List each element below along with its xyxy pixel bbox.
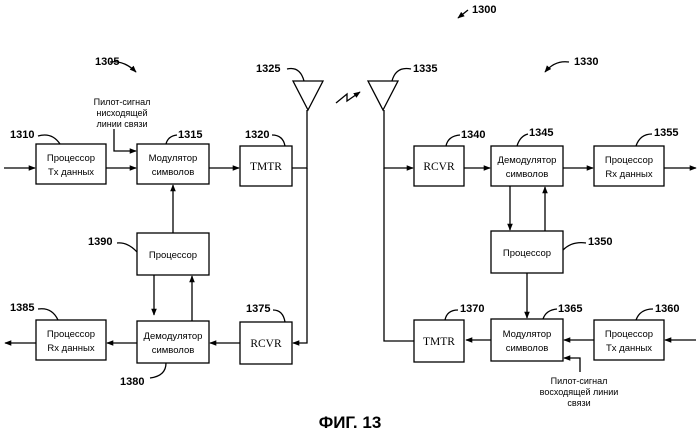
- tx-data-processor-right-leader: [636, 309, 653, 320]
- tx-data-processor-right-line2: Tx данных: [606, 343, 652, 354]
- symbol-modulator-left-ref: 1315: [178, 129, 202, 141]
- tmtr-left-leader: [272, 135, 285, 146]
- station-right-ref-arrow: [545, 62, 569, 72]
- symbol-modulator-right-leader: [543, 309, 557, 319]
- rx-data-processor-left-line1: Процессор: [47, 329, 95, 340]
- uplink-pilot-line3: связи: [567, 398, 590, 408]
- uplink-pilot-arrow: [564, 358, 580, 372]
- symbol-modulator-right: [491, 319, 563, 361]
- symbol-demodulator-right-line2: символов: [506, 169, 549, 180]
- tx-data-processor-right-ref: 1360: [655, 303, 679, 315]
- symbol-modulator-right-ref: 1365: [558, 303, 582, 315]
- processor-right-label: Процессор: [503, 248, 551, 259]
- tx-data-processor-left-ref: 1310: [10, 129, 34, 141]
- rcvr-left-leader: [273, 310, 285, 322]
- symbol-demodulator-right-line1: Демодулятор: [498, 155, 557, 166]
- rcvr-left-label: RCVR: [250, 338, 282, 350]
- symbol-modulator-left-line1: Модулятор: [149, 153, 198, 164]
- figure-number-arrow: [458, 10, 468, 18]
- symbol-demodulator-right-leader: [517, 134, 528, 146]
- wireless-link-icon: [336, 92, 360, 103]
- antenna-left: [293, 81, 323, 110]
- figure-number: 1300: [472, 4, 496, 16]
- processor-left-ref: 1390: [88, 236, 112, 248]
- antenna-left-leader: [287, 69, 304, 82]
- rx-data-processor-right-line2: Rx данных: [605, 169, 652, 180]
- symbol-modulator-right-line2: символов: [506, 343, 549, 354]
- rx-data-processor-right: [594, 146, 664, 186]
- tx-data-processor-right: [594, 320, 664, 360]
- rx-data-processor-left-line2: Rx данных: [47, 343, 94, 354]
- downlink-pilot-line1: Пилот-сигнал: [94, 97, 151, 107]
- antenna-to-rcvr-left: [293, 168, 307, 343]
- tx-data-processor-left-leader: [38, 135, 60, 144]
- symbol-demodulator-left-line2: символов: [152, 345, 195, 356]
- antenna-right: [368, 81, 398, 110]
- antenna-right-leader: [392, 69, 411, 82]
- tx-data-processor-left-line1: Процессор: [47, 153, 95, 164]
- tmtr-right-leader: [445, 310, 458, 320]
- rx-data-processor-left: [36, 320, 106, 360]
- rcvr-right-ref: 1340: [461, 129, 485, 141]
- processor-right-ref: 1350: [588, 236, 612, 248]
- figure-caption: ФИГ. 13: [319, 413, 382, 432]
- tmtr-left-to-antenna: [292, 110, 307, 168]
- symbol-modulator-left-leader: [166, 135, 177, 144]
- symbol-modulator-right-line1: Модулятор: [503, 329, 552, 340]
- station-right-ref: 1330: [574, 56, 598, 68]
- symbol-demodulator-left-leader: [150, 363, 166, 378]
- symbol-demodulator-right-ref: 1345: [529, 127, 553, 139]
- uplink-pilot-line1: Пилот-сигнал: [551, 376, 608, 386]
- rx-data-processor-left-leader: [38, 309, 58, 320]
- antenna-left-ref: 1325: [256, 63, 280, 75]
- symbol-modulator-left-line2: символов: [152, 167, 195, 178]
- processor-left-label: Процессор: [149, 250, 197, 261]
- uplink-pilot-line2: восходящей линии: [540, 387, 619, 397]
- tmtr-left-ref: 1320: [245, 129, 269, 141]
- downlink-pilot-line2: нисходящей: [96, 108, 147, 118]
- processor-left-leader: [117, 243, 137, 252]
- symbol-demodulator-left-ref: 1380: [120, 376, 144, 388]
- tmtr-left-label: TMTR: [250, 161, 282, 173]
- rcvr-right-label: RCVR: [423, 161, 455, 173]
- tx-data-processor-left-line2: Tx данных: [48, 167, 94, 178]
- rcvr-left-ref: 1375: [246, 303, 270, 315]
- rx-data-processor-right-leader: [636, 134, 652, 146]
- rx-data-processor-right-line1: Процессор: [605, 155, 653, 166]
- symbol-modulator-left: [137, 144, 209, 184]
- rx-data-processor-left-ref: 1385: [10, 302, 34, 314]
- antenna-to-rcvr-right: [384, 110, 413, 168]
- downlink-pilot-arrow: [114, 129, 136, 151]
- tmtr-right-ref: 1370: [460, 303, 484, 315]
- downlink-pilot-line3: линии связи: [96, 119, 147, 129]
- symbol-demodulator-left-line1: Демодулятор: [144, 331, 203, 342]
- rx-data-processor-right-ref: 1355: [654, 127, 678, 139]
- symbol-demodulator-right: [491, 146, 563, 186]
- rcvr-right-leader: [446, 135, 460, 146]
- processor-right-leader: [563, 243, 586, 250]
- tmtr-right-to-antenna: [384, 168, 414, 341]
- symbol-demodulator-left: [137, 321, 209, 363]
- tx-data-processor-left: [36, 144, 106, 184]
- antenna-right-ref: 1335: [413, 63, 437, 75]
- tx-data-processor-right-line1: Процессор: [605, 329, 653, 340]
- tmtr-right-label: TMTR: [423, 336, 455, 348]
